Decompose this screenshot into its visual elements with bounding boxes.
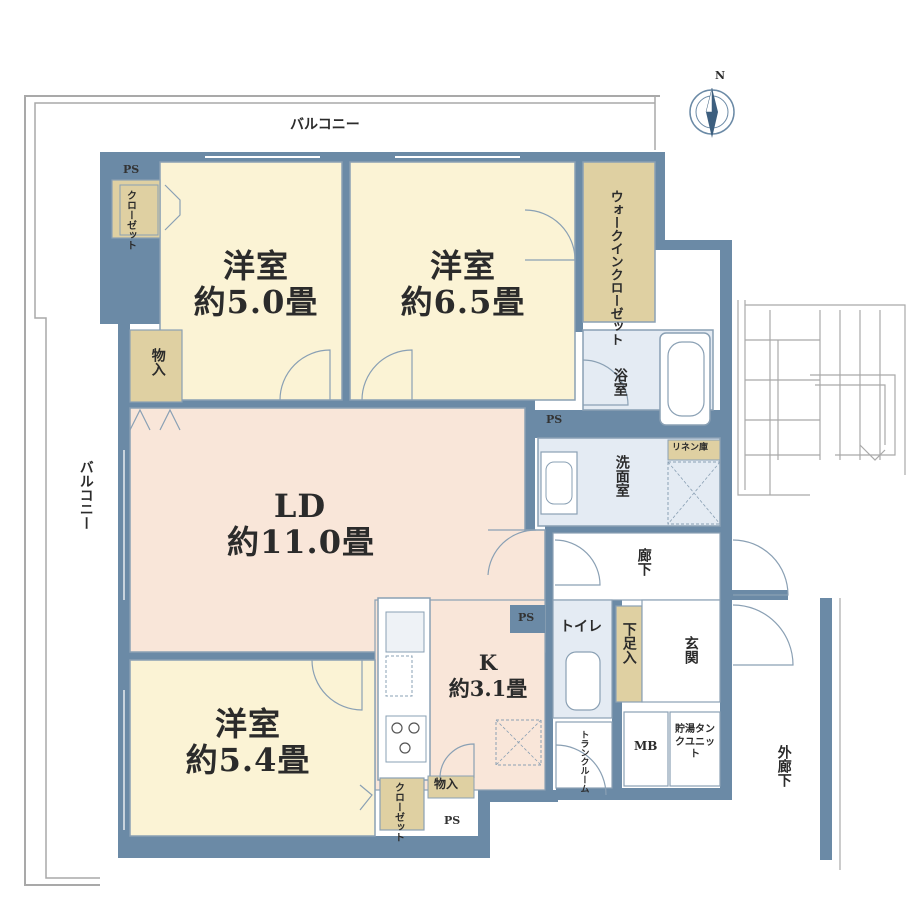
bedroom-5-0-name: 洋室 (222, 247, 289, 285)
bedroom-5-4-size: 約5.4畳 (185, 741, 311, 779)
washroom-label: 洗面室 (613, 455, 630, 497)
storage-kitchen-label: 物入 (434, 777, 459, 791)
bedroom-5-0-size: 約5.0畳 (193, 283, 319, 321)
bedroom-5-4-floor (129, 659, 376, 837)
mb-label: MB (634, 739, 658, 753)
bedroom-6-5-name: 洋室 (429, 247, 496, 285)
ps-label-bottom: PS (444, 814, 461, 827)
closet-top-label: クローゼット (124, 190, 136, 250)
shoebox-label: 下足入 (620, 622, 637, 664)
hallway-floor (552, 532, 721, 601)
hallway-label: 廊下 (635, 548, 652, 576)
stove-burner (391, 722, 403, 734)
bath-label: 浴室 (611, 368, 628, 396)
entrance-floor (641, 599, 721, 703)
ld-size: 約11.0畳 (227, 523, 375, 561)
ps-label-wash: PS (546, 413, 563, 426)
trunk-room-label: トランクルーム (578, 730, 589, 793)
closet-bottom-label: クローゼット (392, 782, 404, 842)
storage-left-floor (129, 329, 183, 403)
walk-in-closet-floor (582, 161, 656, 323)
stove-burner (408, 722, 420, 734)
entrance-label: 玄関 (682, 636, 699, 664)
compass-icon (689, 87, 735, 138)
balcony-top-label: バルコニー (290, 117, 360, 133)
toilet-label: トイレ (560, 619, 602, 635)
ld-name: LD (273, 487, 327, 525)
storage-left-label: 物入 (149, 348, 166, 376)
toilet-bowl (565, 651, 601, 711)
stove-burner (399, 742, 411, 754)
water-tank-label: 貯湯タンクユニット (675, 724, 715, 760)
walk-in-closet-label: ウォークインクローゼット (607, 190, 623, 346)
linen-label: リネン庫 (672, 443, 709, 453)
bedroom-6-5-floor (349, 161, 576, 401)
bathtub (659, 332, 711, 426)
ps-label-kitchen: PS (518, 611, 535, 624)
bedroom-5-0-floor (159, 161, 343, 401)
outer-corridor-label: 外廊下 (775, 745, 792, 787)
kitchen-size: 約3.1畳 (448, 676, 528, 701)
living-dining-floor (129, 407, 546, 653)
kitchen-name: K (478, 650, 498, 675)
ps-label-top-left: PS (123, 163, 140, 176)
bedroom-6-5-size: 約6.5畳 (400, 283, 526, 321)
balcony-outline (24, 95, 660, 886)
bedroom-5-4-name: 洋室 (214, 705, 281, 743)
balcony-left-label: バルコニー (77, 460, 94, 530)
north-label: N (715, 69, 726, 82)
staircase (737, 300, 906, 496)
